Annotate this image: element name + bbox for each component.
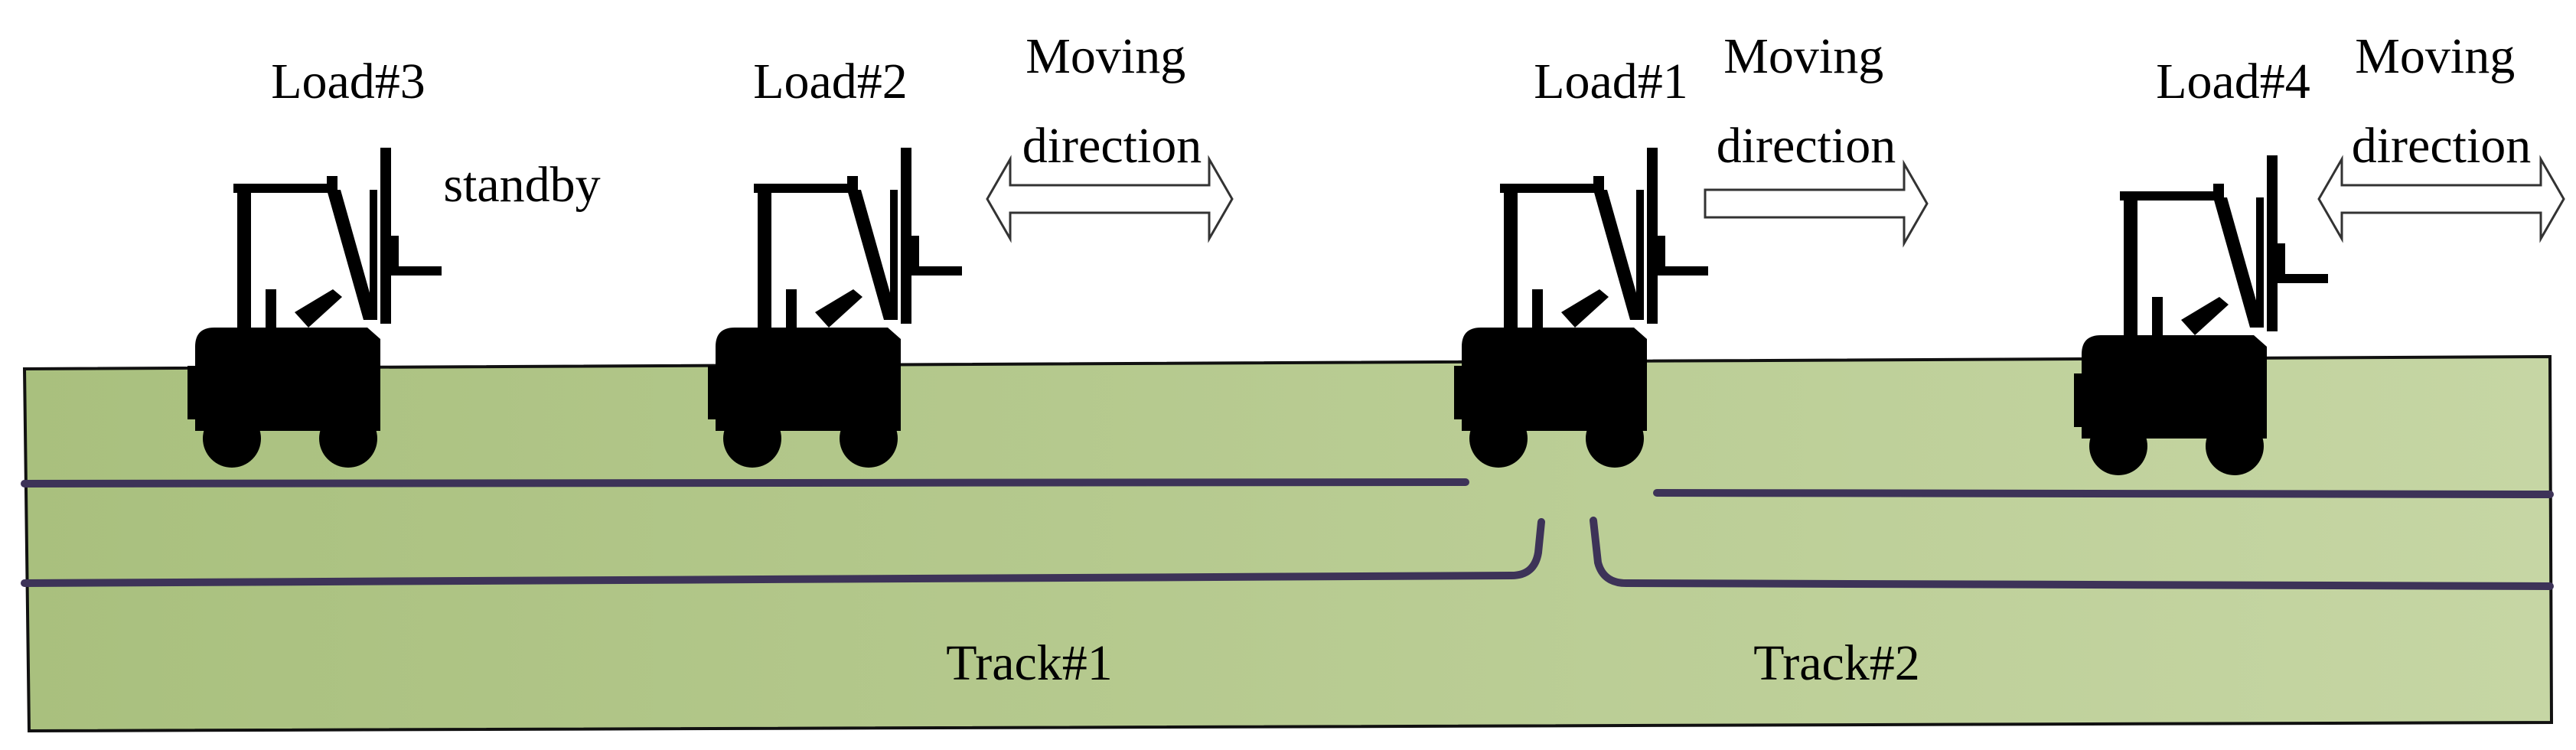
load-4-direction-label: Moving direction: [2352, 28, 2532, 174]
load-1-direction-label: Moving direction: [1717, 28, 1896, 174]
track-2-lines: [1590, 489, 2554, 590]
track-1-label: Track#1: [946, 635, 1113, 691]
load-2-label: Load#2: [753, 54, 908, 109]
track-1-lines: [21, 478, 1545, 587]
load-4-label: Load#4: [2156, 54, 2310, 109]
load-1-right-arrow-icon: [1704, 162, 1929, 245]
load-3-label: Load#3: [271, 54, 426, 109]
load-2-direction-label: Moving direction: [1022, 28, 1202, 174]
load-3-status: standby: [443, 157, 600, 213]
track-2-label: Track#2: [1753, 635, 1920, 691]
track-floor: [22, 354, 2554, 733]
load-1-label: Load#1: [1534, 54, 1688, 109]
